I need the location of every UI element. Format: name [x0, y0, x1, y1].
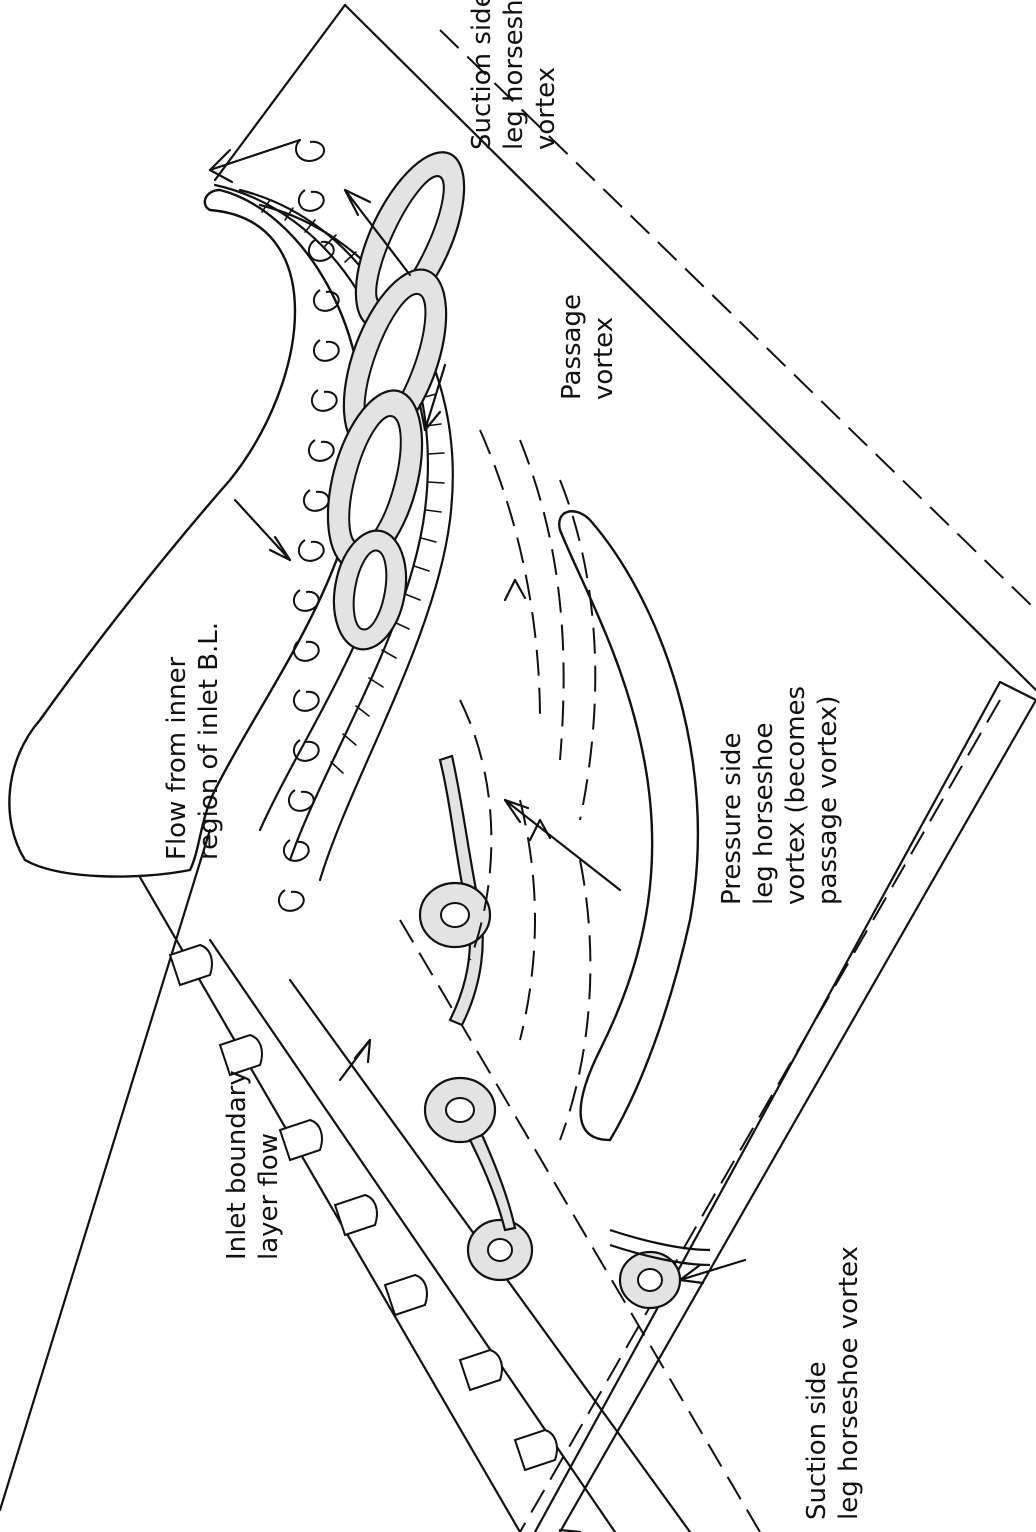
label-passage: Passage vortex: [557, 294, 619, 400]
label-suction-top-line3: vortex: [531, 67, 561, 150]
label-pressure-side-line2: leg horseshoe: [749, 722, 779, 905]
blade-pressure: [559, 511, 698, 1140]
label-pressure-side-line3: vortex (becomes: [781, 686, 811, 905]
label-pressure-side-line4: passage vortex): [813, 696, 843, 905]
label-passage-line2: vortex: [589, 317, 619, 400]
label-suction-top-line1: Suction side: [467, 0, 497, 150]
label-flow-inner-line2: region of inlet B.L.: [194, 622, 224, 860]
label-suction-bottom: Suction side leg horseshoe vortex: [802, 1246, 864, 1520]
label-flow-inner-line1: Flow from inner: [162, 656, 192, 860]
label-suction-top-line2: leg horseshoe: [499, 0, 529, 150]
label-passage-line1: Passage: [557, 294, 587, 400]
label-suction-top: Suction side leg horseshoe vortex: [467, 0, 561, 150]
label-pressure-side-line1: Pressure side: [717, 732, 747, 905]
label-inlet-bl-line2: layer flow: [254, 1133, 284, 1260]
label-inlet-bl: Inlet boundary layer flow: [222, 1070, 284, 1260]
label-suction-bottom-line1: Suction side: [802, 1361, 832, 1520]
pressure-side-vortex: [420, 756, 532, 1280]
label-suction-bottom-line2: leg horseshoe vortex: [834, 1246, 864, 1520]
label-inlet-bl-line1: Inlet boundary: [222, 1070, 252, 1260]
label-pressure-side: Pressure side leg horseshoe vortex (beco…: [717, 686, 843, 905]
